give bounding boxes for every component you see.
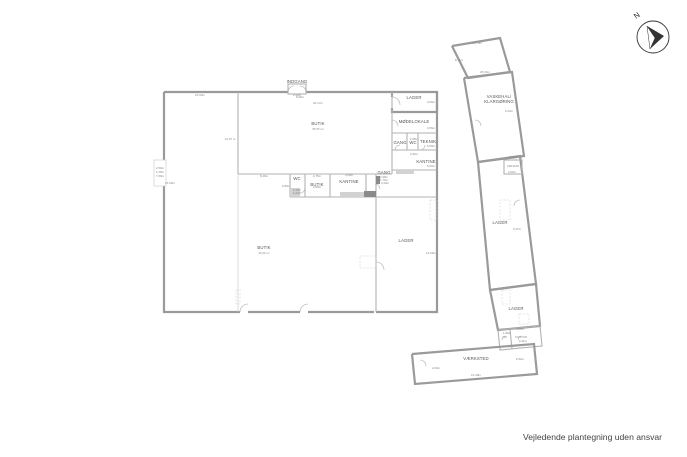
room-area: 86,55 m² [312, 127, 323, 131]
dimension: 2,38m [380, 175, 389, 179]
dimension: 5,50m [427, 144, 436, 148]
dimension: 2,30m [293, 188, 302, 192]
room-name: VÆRKSTED [463, 356, 488, 361]
dimension: 7,69m [156, 174, 165, 178]
dimension: 3,23m [505, 109, 514, 113]
room-name: LAGER [398, 238, 413, 243]
dimension: 7,59m [509, 155, 518, 159]
room-name: MØDELOKALE [399, 119, 430, 124]
room-name: INDGANG [287, 79, 308, 84]
compass: N [628, 10, 674, 56]
dimension: 8,71m [455, 58, 464, 62]
dimension: 12,07 m [225, 137, 236, 141]
north-label: N [632, 10, 642, 20]
dimension: 2,42m [293, 93, 302, 97]
room-name: LAGER [406, 95, 421, 100]
east-wing [410, 36, 543, 386]
dimension: 14,70m [472, 41, 483, 45]
plan-caption: Vejledende plantegning uden ansvar [523, 432, 663, 442]
room-name: GANG [377, 170, 391, 175]
dimension: 2,62m [516, 357, 525, 361]
dimension: 3,50m [345, 173, 354, 177]
room-name: WC [409, 140, 416, 145]
dimension: 5,00m [427, 164, 436, 168]
room-name: BUTIK [310, 182, 323, 187]
dimension: 4,56m [427, 126, 436, 130]
dimension: 4,75m [156, 170, 165, 174]
dimension: 2,50m [156, 166, 165, 170]
room-name: BUTIK [311, 121, 324, 126]
room-name: WC [293, 176, 300, 181]
room-name: TEKNIK [420, 139, 436, 144]
dimension: 6,99m [296, 95, 305, 99]
compass-icon: N [632, 10, 670, 54]
dimension: 15,90m [195, 93, 206, 97]
main-building [153, 83, 439, 314]
room-name: GANG [393, 140, 407, 145]
dimension: 2,80m [282, 184, 291, 188]
dimension: 20,17m [313, 101, 324, 105]
dimension: 2,00m [432, 366, 441, 370]
dimension: 4,75m [313, 174, 322, 178]
room-name: LAGER [492, 220, 507, 225]
dimension: 2,00m [508, 170, 517, 174]
dimension: 4,06m [516, 327, 525, 331]
dimension: 2,20m [293, 191, 302, 195]
room-name: KLARGØRING [484, 99, 514, 104]
dimension: 4,31m [519, 339, 528, 343]
dimension: 3,29m [381, 181, 390, 185]
dimension: 8,49m [260, 174, 269, 178]
room-name: KØLRUM [507, 164, 520, 168]
dimension: 25,04m [480, 70, 491, 74]
room-name: LAGER [508, 306, 523, 311]
room-area: 46,00 m² [258, 251, 269, 255]
room-labels: BUTIK 86,55 m² BUTIK BUTIK 46,00 m² INDG… [257, 79, 527, 361]
dimension: 15,96m [165, 181, 176, 185]
dimension: 3,47m [513, 227, 522, 231]
room-name: KONTOR [515, 335, 527, 339]
dimension-labels: 15,90m 20,17m 12,07 m 8,49m 4,75m 2,80m … [156, 41, 528, 377]
room-name: VASKEHAL/ [487, 94, 512, 99]
dimension: 1,70m [380, 178, 389, 182]
dimension: 3,32m [410, 152, 419, 156]
dimension: 3,00m [427, 100, 436, 104]
room-name: WC [503, 335, 508, 339]
room-name: KANTINE [339, 179, 358, 184]
room-name: KANTINE [416, 159, 435, 164]
dimension: 2,95m [410, 137, 419, 141]
dimension: 1,80m [503, 331, 512, 335]
dimension: 2,80m [313, 185, 322, 189]
room-name: BUTIK [257, 245, 270, 250]
dimension: 16,48m [471, 373, 482, 377]
dimension: 13,96m [426, 251, 437, 255]
